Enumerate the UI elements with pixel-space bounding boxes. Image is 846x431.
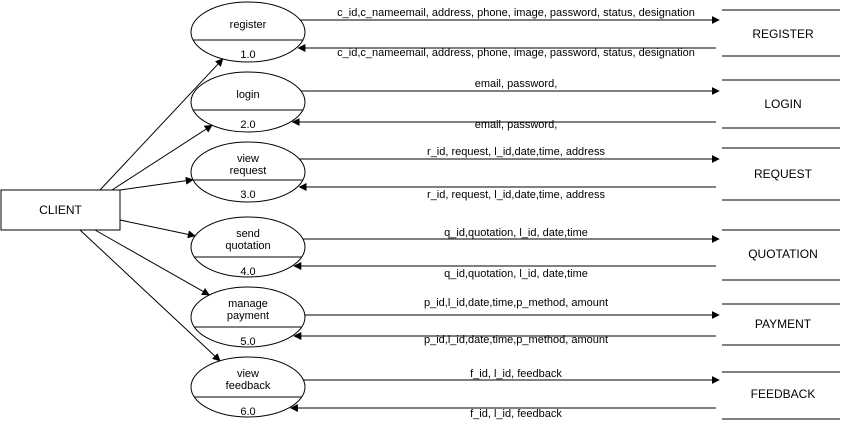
flow-in-label: r_id, request, l_id,date,time, address [427,189,605,201]
processes: register 1.0 REGISTER c_id,c_nameemail, add… [190,1,840,420]
data-store-login: LOGIN [722,79,840,129]
process-2: login 2.0 LOGIN email, password, email, pass… [190,71,840,133]
data-store-label: FEEDBACK [751,387,816,401]
client-to-process-1 [99,58,224,191]
process-bubble [190,141,306,203]
data-store-label: LOGIN [764,97,801,111]
process-number: 6.0 [240,406,255,418]
process-name: send [236,228,260,240]
process-name: view [237,153,259,165]
data-store-register: REGISTER [722,9,840,57]
process-1: register 1.0 REGISTER c_id,c_nameemail, add… [190,1,840,63]
process-number: 5.0 [240,336,255,348]
client-to-process-3 [119,176,194,191]
flow-out-label: email, password, [475,78,558,90]
flow-in-label: f_id, l_id, feedback [470,408,562,420]
data-store-label: REGISTER [752,27,814,41]
process-bubble [190,216,306,278]
client-to-process-2 [111,124,213,191]
data-store-label: REQUEST [754,167,813,181]
flow-out-label: f_id, l_id, feedback [470,368,562,380]
client-to-process-6 [79,229,221,362]
client-connectors [79,58,224,362]
process-name: request [230,165,267,177]
process-name: quotation [225,240,270,252]
client-entity: CLIENT [0,189,121,231]
client-label: CLIENT [39,203,82,217]
process-bubble [190,71,306,133]
data-store-label: QUOTATION [748,247,818,261]
process-bubble [190,356,306,418]
flow-out-label: c_id,c_nameemail, address, phone, image,… [337,7,695,19]
process-bubble [190,1,306,63]
data-store-request: REQUEST [722,147,840,201]
process-name: manage [228,298,268,310]
client-to-process-5 [94,229,210,296]
process-number: 1.0 [240,49,255,61]
process-bubble [190,286,306,348]
flow-in-label: email, password, [475,119,558,131]
data-store-feedback: FEEDBACK [722,371,840,420]
data-store-payment: PAYMENT [722,303,840,346]
client-to-process-4 [119,219,196,239]
data-store-label: PAYMENT [755,317,812,331]
process-name: view [237,368,259,380]
flow-out-label: r_id, request, l_id,date,time, address [427,146,605,158]
process-name: login [236,89,259,101]
flow-out-label: p_id,l_id,date,time,p_method, amount [424,297,608,309]
flow-in-label: p_id,l_id,date,time,p_method, amount [424,334,608,346]
process-name: register [230,19,267,31]
process-number: 3.0 [240,189,255,201]
data-store-quotation: QUOTATION [722,229,840,281]
flow-in-label: q_id,quotation, l_id, date,time [444,268,588,280]
flow-in-label: c_id,c_nameemail, address, phone, image,… [337,47,695,59]
process-number: 4.0 [240,266,255,278]
process-name: feedback [226,380,271,392]
process-number: 2.0 [240,119,255,131]
flow-out-label: q_id,quotation, l_id, date,time [444,227,588,239]
process-name: payment [227,310,269,322]
